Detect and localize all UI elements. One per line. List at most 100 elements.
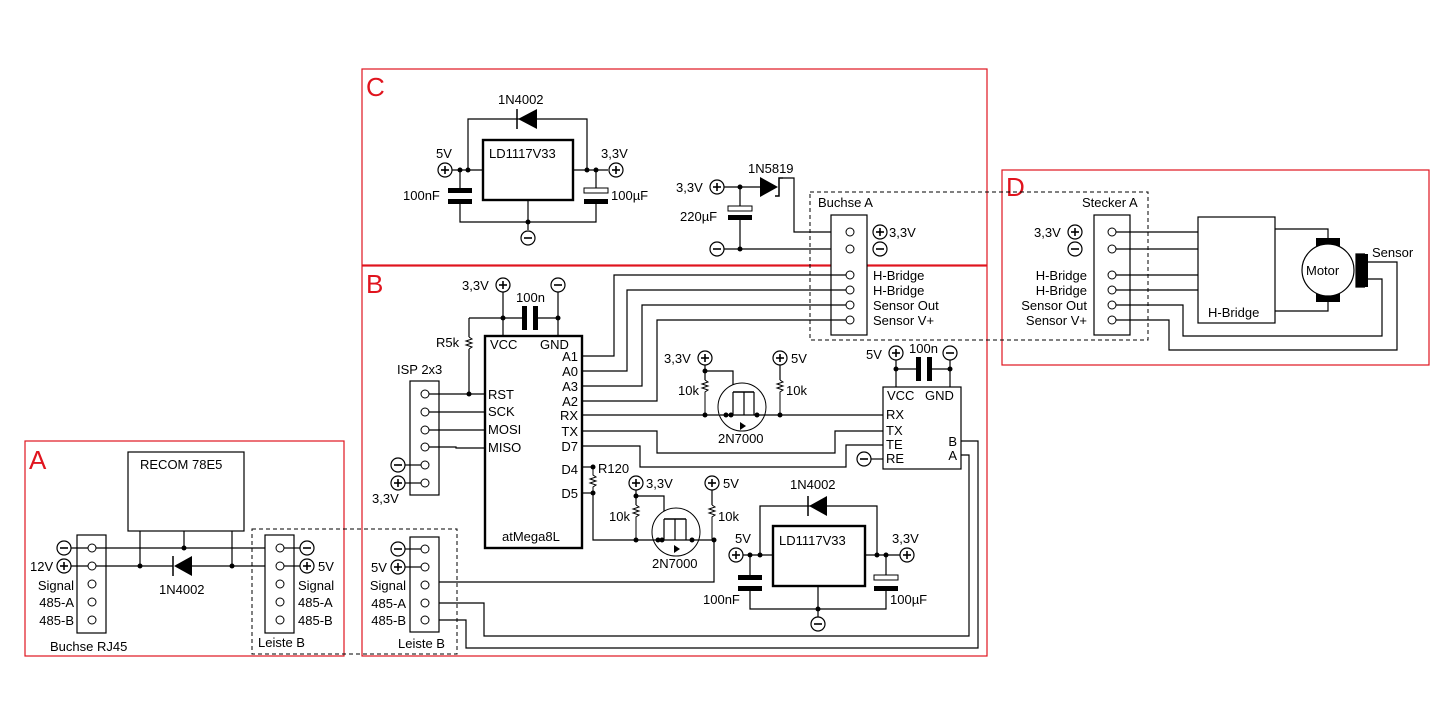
buchse-a-pin bbox=[845, 315, 855, 325]
leiste-b-pin bbox=[420, 562, 430, 572]
connector-a-boundary bbox=[809, 191, 1149, 341]
plus-icon bbox=[390, 559, 406, 575]
leiste-b-a-pin bbox=[275, 579, 285, 589]
transceiver-right-pin: B bbox=[948, 434, 957, 449]
minus-icon bbox=[709, 241, 725, 257]
stecker-a-pin bbox=[1107, 270, 1117, 280]
stecker-a-pin-label: H-Bridge bbox=[1036, 283, 1087, 298]
mcu-left-pin: MOSI bbox=[488, 422, 521, 437]
buchse-a-pin bbox=[845, 270, 855, 280]
plus-icon bbox=[495, 277, 511, 293]
sensor-label: Sensor bbox=[1372, 245, 1414, 260]
rj45-pin bbox=[87, 615, 97, 625]
isp-pin bbox=[420, 460, 430, 470]
leiste-b-a-pin bbox=[275, 561, 285, 571]
section-d: Stecker A 3,3V H-Bridge H-Bridge Sensor … bbox=[1021, 195, 1414, 351]
stecker-a-pin bbox=[1107, 315, 1117, 325]
regulator-b-diode-label: 1N4002 bbox=[790, 477, 836, 492]
transceiver-gnd: GND bbox=[925, 388, 954, 403]
plus-icon bbox=[704, 475, 720, 491]
minus-icon bbox=[520, 230, 536, 246]
buchse-a-pin bbox=[845, 244, 855, 254]
diode-icon bbox=[809, 496, 827, 516]
ls2-low-voltage: 3,3V bbox=[646, 476, 673, 491]
leiste-b-pin bbox=[420, 615, 430, 625]
buchse-a-pin bbox=[845, 285, 855, 295]
ls2-r1-label: 10k bbox=[609, 509, 630, 524]
buchse-a-pin bbox=[845, 227, 855, 237]
buchse-a-pin-label: Sensor Out bbox=[873, 298, 939, 313]
leiste-b-a-voltage: 5V bbox=[318, 559, 334, 574]
ls1-r2-label: 10k bbox=[786, 383, 807, 398]
leiste-b-pin bbox=[420, 598, 430, 608]
buchse-a-voltage: 3,3V bbox=[889, 225, 916, 240]
cap-100uf-c: 100µF bbox=[611, 188, 648, 203]
leiste-b-pin-label: Signal bbox=[370, 578, 406, 593]
stecker-a-pin bbox=[1107, 285, 1117, 295]
isp-pin bbox=[420, 407, 430, 417]
mcu-right-pin: RX bbox=[560, 408, 578, 423]
minus-icon bbox=[390, 541, 406, 557]
section-d-border bbox=[1001, 169, 1430, 366]
diode-icon bbox=[518, 109, 537, 129]
stecker-a-pin-label: Sensor V+ bbox=[1026, 313, 1087, 328]
section-a-label: A bbox=[29, 445, 47, 475]
level-shifter-2: 3,3V 5V 10k 10k 2N7000 bbox=[429, 475, 739, 583]
isp-pin bbox=[420, 389, 430, 399]
rj45-pin-label: 485-B bbox=[39, 613, 74, 628]
minus-icon bbox=[390, 457, 406, 473]
leiste-b-connector-b: 5V Signal 485-A 485-B Leiste B bbox=[370, 536, 445, 651]
schottky-diode-icon bbox=[760, 177, 778, 197]
plus-icon bbox=[56, 558, 72, 574]
leiste-b-title: Leiste B bbox=[398, 636, 445, 651]
section-b-label: B bbox=[366, 269, 383, 299]
buchse-a-pin bbox=[845, 300, 855, 310]
mcu-left-pin: MISO bbox=[488, 440, 521, 455]
stecker-a-title: Stecker A bbox=[1082, 195, 1138, 210]
leiste-b-a-pin bbox=[275, 597, 285, 607]
mcu-gnd-pin: GND bbox=[540, 337, 569, 352]
isp-pin bbox=[420, 442, 430, 452]
plus-icon bbox=[872, 224, 888, 240]
mcu-left-pin: SCK bbox=[488, 404, 515, 419]
mcu-right-pin: D7 bbox=[561, 439, 578, 454]
mcu-right-pin: D4 bbox=[561, 462, 578, 477]
stecker-a-pin-label: Sensor Out bbox=[1021, 298, 1087, 313]
rj45-pin bbox=[87, 597, 97, 607]
plus-icon bbox=[772, 350, 788, 366]
plus-icon bbox=[628, 475, 644, 491]
rj45-pin bbox=[87, 543, 97, 553]
transceiver-left-pin: RE bbox=[886, 451, 904, 466]
supply-voltage-c: 3,3V bbox=[676, 180, 703, 195]
transceiver-left-pin: TX bbox=[886, 423, 903, 438]
transceiver-chip bbox=[882, 386, 962, 470]
rj45-voltage: 12V bbox=[30, 559, 53, 574]
mcu-right-pin: A0 bbox=[562, 364, 578, 379]
transceiver-vcc-voltage: 5V bbox=[866, 347, 882, 362]
stecker-a-pin bbox=[1107, 300, 1117, 310]
transceiver-left-pin: RX bbox=[886, 407, 904, 422]
section-d-label: D bbox=[1006, 172, 1025, 202]
output-voltage-c: 3,3V bbox=[601, 146, 628, 161]
plus-icon bbox=[697, 350, 713, 366]
leiste-b-a-pin-label: 485-A bbox=[298, 595, 333, 610]
minus-icon bbox=[942, 345, 958, 361]
plus-icon bbox=[390, 475, 406, 491]
sensor bbox=[1356, 254, 1368, 287]
rj45-pin-label: 485-A bbox=[39, 595, 74, 610]
stecker-a-voltage: 3,3V bbox=[1034, 225, 1061, 240]
transceiver-right-pin: A bbox=[948, 448, 957, 463]
diode-c-label: 1N4002 bbox=[498, 92, 544, 107]
plus-icon bbox=[437, 162, 453, 178]
section-c-supply: 3,3V 1N5819 220µF bbox=[676, 161, 847, 257]
minus-icon bbox=[872, 241, 888, 257]
plus-icon bbox=[299, 558, 315, 574]
mcu-vcc-voltage: 3,3V bbox=[462, 278, 489, 293]
isp-pin bbox=[420, 425, 430, 435]
buchse-a-pin-label: Sensor V+ bbox=[873, 313, 934, 328]
ls2-high-voltage: 5V bbox=[723, 476, 739, 491]
minus-icon bbox=[1067, 241, 1083, 257]
diode-icon bbox=[174, 556, 192, 576]
regulator-b-in-voltage: 5V bbox=[735, 531, 751, 546]
